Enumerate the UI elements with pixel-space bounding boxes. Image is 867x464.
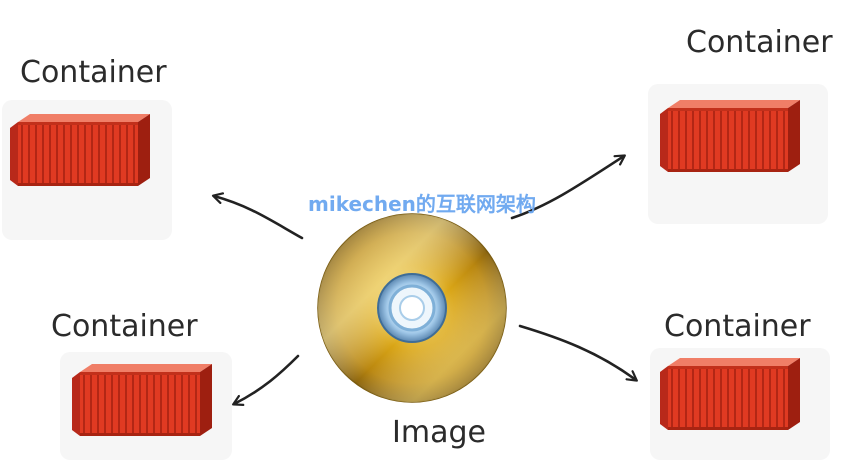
container-label-top-left: Container <box>20 55 167 90</box>
arrow-icon <box>510 156 624 220</box>
optical-disc-icon <box>317 213 507 403</box>
watermark-text: mikechen的互联网架构 <box>308 192 536 216</box>
shipping-container-icon <box>660 98 802 174</box>
container-label-bottom-right: Container <box>664 309 811 344</box>
shipping-container-icon <box>10 112 152 188</box>
arrow-icon <box>234 354 300 404</box>
container-label-bottom-left: Container <box>51 309 198 344</box>
arrow-icon <box>518 324 636 380</box>
shipping-container-icon <box>660 356 802 432</box>
arrow-icon <box>214 196 304 240</box>
shipping-container-icon <box>72 362 214 438</box>
image-label: Image <box>392 415 486 450</box>
container-label-top-right: Container <box>686 25 833 60</box>
